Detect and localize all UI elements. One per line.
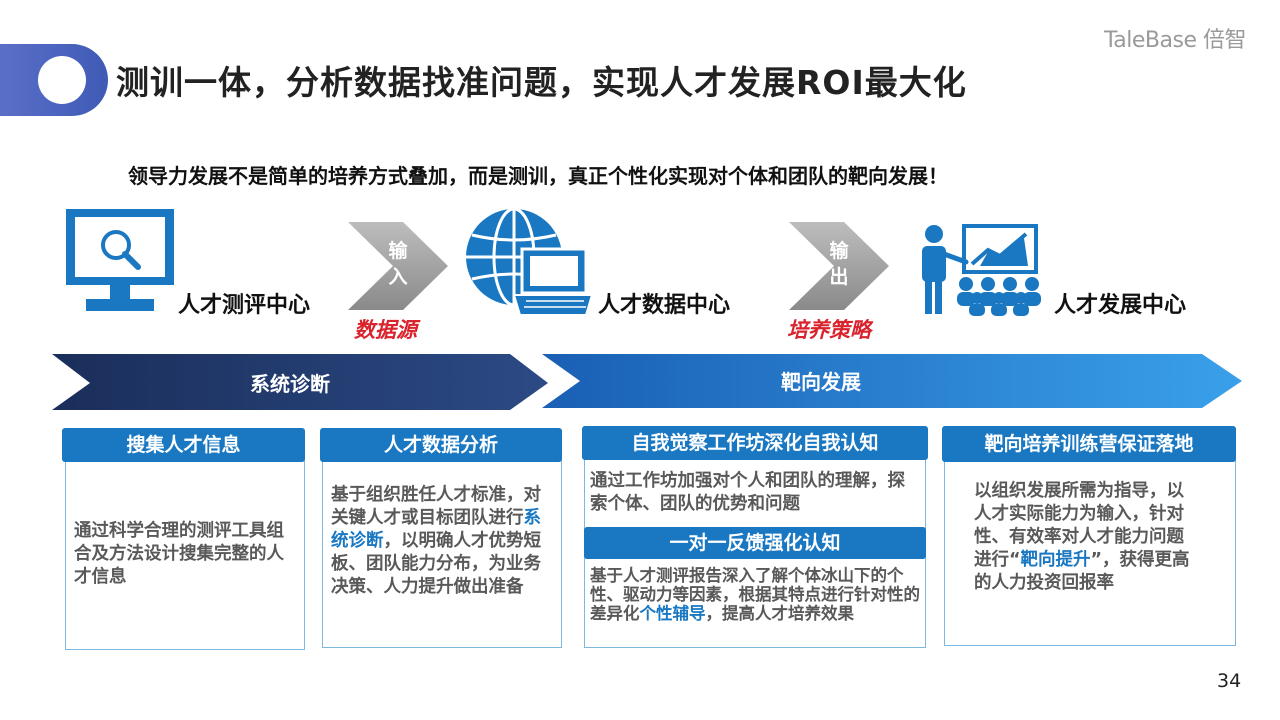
card-analyze-highlight: 系统诊断 — [331, 508, 541, 551]
monitor-search-icon — [66, 209, 174, 311]
card-analyze-body-before: 基于组织胜任人才标准，对关键人才或目标团队进行 — [331, 485, 541, 528]
card-feedback-title: 一对一反馈强化认知 — [584, 527, 926, 559]
card-workshop-body: 通过工作坊加强对个人和团队的理解，探索个体、团队的优势和问题 — [590, 471, 905, 514]
card-feedback-highlight: 个性辅导 — [639, 604, 706, 623]
talent-development-center-label: 人才发展中心 — [1054, 293, 1187, 318]
card-analyze-title: 人才数据分析 — [320, 428, 562, 462]
presenter-audience-icon — [922, 224, 1041, 316]
talent-data-center-label: 人才数据中心 — [598, 293, 731, 318]
system-diagnosis-band-label: 系统诊断 — [250, 372, 330, 396]
training-strategy-caption: 培养策略 — [787, 318, 871, 342]
card-targeted-highlight: 靶向提升 — [1020, 550, 1091, 570]
card-collect-body: 通过科学合理的测评工具组合及方法设计搜集完整的人才信息 — [74, 521, 284, 587]
input-arrow-label-1: 输 — [388, 240, 408, 262]
input-arrow-label-2: 入 — [388, 266, 408, 288]
card-analyze-body: 基于组织胜任人才标准，对关键人才或目标团队进行系统诊断，以明确人才优势短板、团队… — [331, 484, 549, 599]
slide-subtitle: 领导力发展不是简单的培养方式叠加，而是测训，真正个性化实现对个体和团队的靶向发展… — [128, 164, 948, 188]
page-number: 34 — [1217, 670, 1242, 692]
card-feedback-body-before: 基于人才测评报告深入了解个体冰山下的个性、驱动力等因素，根据其特点进行针对性的差… — [590, 566, 920, 623]
data-source-caption: 数据源 — [354, 318, 417, 342]
brand-logo: TaleBase 倍智 — [1104, 28, 1247, 53]
input-arrow-icon — [348, 222, 448, 310]
targeted-development-band-label: 靶向发展 — [781, 370, 861, 394]
card-workshop-title: 自我觉察工作坊深化自我认知 — [582, 426, 928, 460]
output-arrow-label-2: 出 — [829, 266, 849, 288]
card-analyze-body-after: ，以明确人才优势短板、团队能力分布，为业务决策、人力提升做出准备 — [331, 531, 541, 597]
card-feedback-body: 基于人才测评报告深入了解个体冰山下的个性、驱动力等因素，根据其特点进行针对性的差… — [590, 566, 922, 623]
card-talent-data-analysis — [322, 452, 562, 648]
card-targeted-training-camp — [944, 450, 1236, 646]
title-pill-decoration — [0, 44, 108, 116]
globe-laptop-icon — [466, 207, 592, 316]
talent-assessment-center-label: 人才测评中心 — [178, 293, 311, 318]
process-band — [52, 354, 1242, 410]
card-collect-title: 搜集人才信息 — [62, 428, 305, 462]
card-feedback-body-after: ，提高人才培养效果 — [705, 604, 855, 623]
output-arrow-label-1: 输 — [829, 240, 849, 262]
card-targeted-title: 靶向培养训练营保证落地 — [942, 426, 1236, 462]
output-arrow-icon — [789, 222, 889, 310]
card-targeted-body-before: 以组织发展所需为指导，以人才实际能力为输入，针对性、有效率对人才能力问题进行“ — [974, 481, 1184, 570]
slide-title: 测训一体，分析数据找准问题，实现人才发展ROI最大化 — [116, 63, 967, 102]
card-targeted-body-after: ”，获得更高的人力投资回报率 — [974, 550, 1190, 593]
card-targeted-body: 以组织发展所需为指导，以人才实际能力为输入，针对性、有效率对人才能力问题进行“靶… — [974, 480, 1200, 595]
